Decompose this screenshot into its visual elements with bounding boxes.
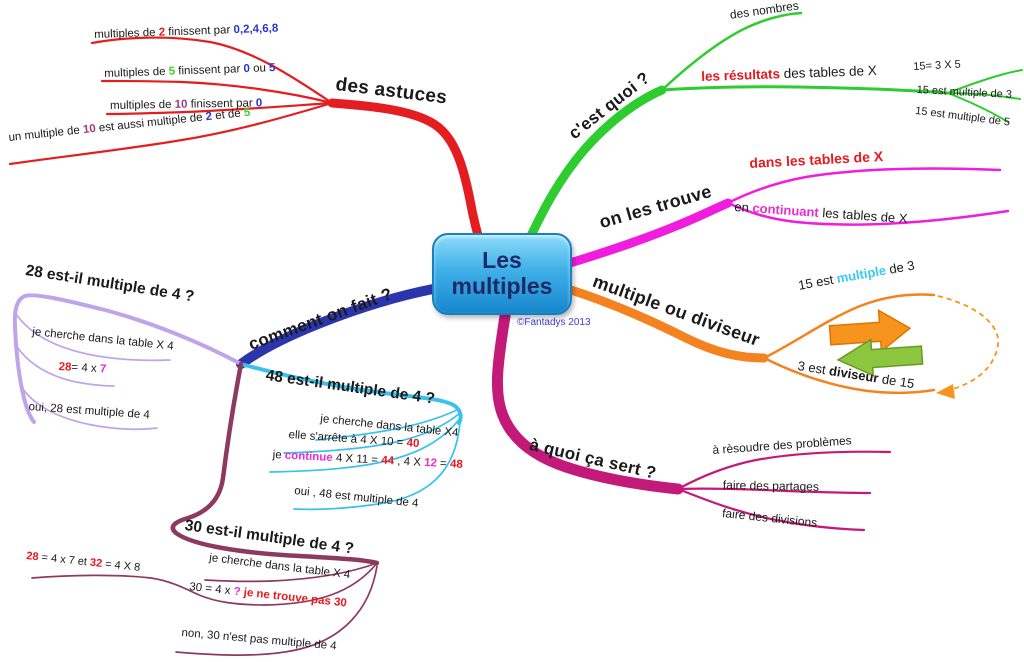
branch-q48-line-2: [283, 412, 461, 454]
branch-trouve-main: [565, 198, 733, 268]
branch-q30-line-3: [175, 565, 378, 656]
branch-mult-line: [762, 293, 936, 360]
branch-astuces-line-1: [90, 36, 334, 105]
branch-q48-line-3: [269, 416, 462, 473]
branch-q30-line-2: [31, 562, 378, 606]
branch-sert-main: [491, 310, 684, 495]
branch-astuces-line-4: [8, 101, 334, 166]
branch-q48-line-4: [293, 421, 461, 511]
arrow-right-icon: [828, 309, 912, 353]
central-node-title-line1: Les: [482, 247, 522, 274]
branch-q28-main: [12, 293, 243, 424]
branch-comment-main: [236, 284, 438, 369]
branch-q30-main: [170, 361, 380, 566]
branch-astuces-main: [327, 98, 486, 251]
branch-ex1-line: [947, 69, 1023, 94]
arrow-left-icon: [836, 338, 924, 377]
branch-sert-line-3: [676, 487, 866, 532]
branch-astuces-line-2: [100, 79, 334, 105]
branch-sert-line-2: [676, 487, 872, 495]
branch-q28-line-3: [20, 385, 158, 431]
branch-dans-line: [726, 167, 1002, 205]
branch-q28-line-2: [14, 343, 115, 387]
branch-sert-line-1: [676, 450, 892, 491]
q28-step-2[interactable]: 28= 4 x 7: [58, 361, 107, 376]
cest-quoi-example-1[interactable]: 15= 3 X 5: [913, 58, 961, 73]
central-node[interactable]: Les multiples: [432, 233, 572, 315]
branch-resultats-line: [660, 85, 950, 95]
branch-q28-line-1: [15, 313, 171, 362]
copyright-text: ©Fantadys 2013: [517, 317, 591, 328]
branch-q30-line-1: [204, 562, 378, 583]
swap-dashed-arrowhead-icon: [936, 384, 955, 399]
branch-continuant-line: [726, 201, 1010, 226]
sert-item-2[interactable]: faire des partages: [722, 478, 820, 494]
branch-des-nombres-line: [660, 11, 803, 92]
branch-q48-main: [239, 362, 463, 425]
central-node-title-line2: multiples: [451, 273, 553, 299]
swap-dashed-curve: [937, 295, 1000, 393]
branch-q48-line-1: [315, 408, 460, 441]
branch-div-line: [762, 356, 936, 395]
branch-ex3-line: [947, 92, 1009, 123]
branch-mult-div-main: [563, 284, 769, 363]
branch-cest-quoi-main: [523, 85, 667, 247]
branch-astuces-line-3: [105, 101, 334, 116]
branch-ex2-line: [947, 92, 1021, 100]
